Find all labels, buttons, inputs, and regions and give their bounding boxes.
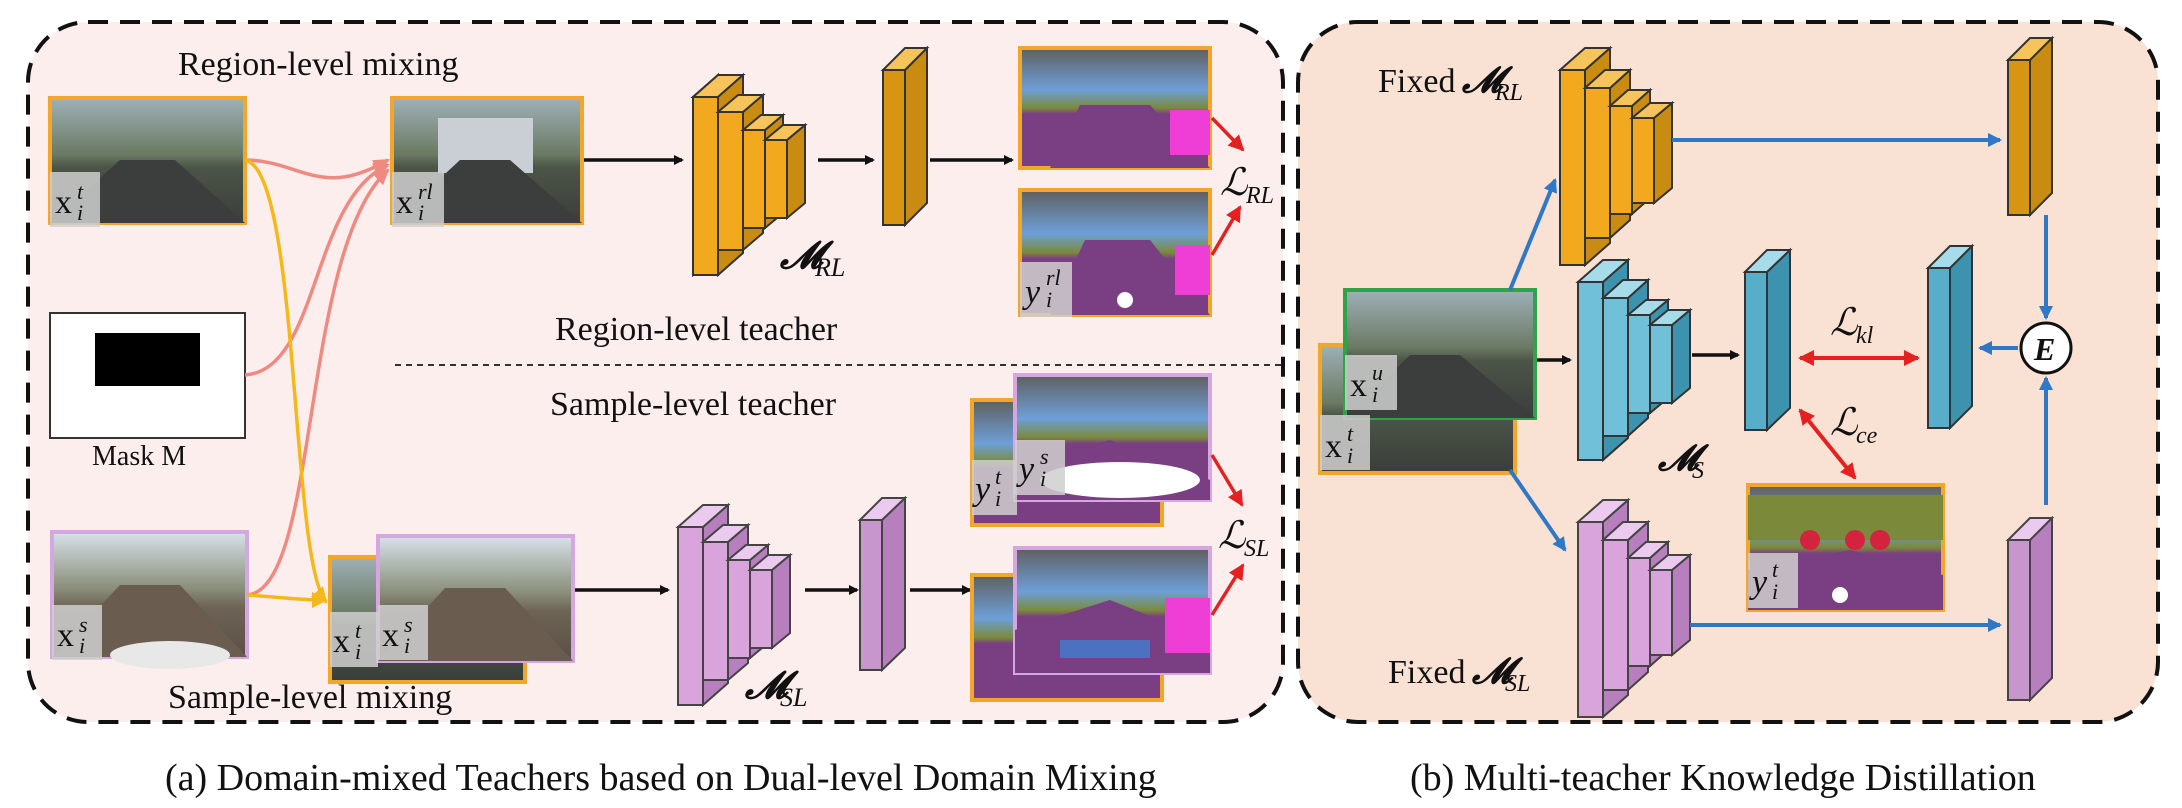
- region-mixing-label: Region-level mixing: [178, 46, 458, 83]
- ce-loss-arrow: [1798, 408, 1857, 480]
- arrow-sl-top-loss: [1210, 454, 1244, 507]
- caption-b: (b) Multi-teacher Knowledge Distillation: [1410, 757, 2036, 799]
- target-image: x t i: [48, 96, 247, 227]
- kl-loss-subscript: kl: [1856, 323, 1874, 349]
- distill-target-seg: y t i: [1746, 483, 1945, 612]
- svg-text:rl: rl: [418, 179, 433, 204]
- svg-text:x: x: [333, 623, 350, 660]
- svg-text:i: i: [1772, 579, 1778, 604]
- svg-text:s: s: [1040, 444, 1049, 469]
- svg-text:x: x: [57, 617, 74, 654]
- svg-text:s: s: [79, 612, 88, 637]
- svg-text:u: u: [1372, 360, 1383, 385]
- svg-text:i: i: [79, 633, 85, 658]
- svg-text:i: i: [1046, 287, 1052, 312]
- svg-text:y: y: [1016, 451, 1035, 488]
- fixed-sl-subscript: SL: [1505, 671, 1530, 697]
- svg-text:y: y: [1022, 274, 1041, 311]
- model-rl-head: [880, 45, 930, 228]
- sl-prediction-stack: [970, 546, 1212, 702]
- model-rl-encoder: [690, 72, 808, 278]
- sample-teacher-label: Sample-level teacher: [550, 386, 837, 423]
- ce-loss-label: ℒ: [1830, 402, 1859, 444]
- region-teacher-label: Region-level teacher: [555, 311, 838, 348]
- fixed-sl-head: [2005, 515, 2055, 703]
- distill-arrows: [1508, 133, 2053, 632]
- svg-text:x: x: [1325, 428, 1342, 465]
- sample-mixing-label: Sample-level mixing: [168, 679, 452, 716]
- model-sl-encoder: [675, 502, 793, 708]
- svg-text:i: i: [404, 633, 410, 658]
- ensemble-label: E: [2033, 331, 2055, 367]
- fixed-model-rl: [1557, 45, 1675, 268]
- sample-mixed-images: x t i x s i: [328, 534, 575, 684]
- svg-text:x: x: [382, 617, 399, 654]
- arrow-rl-bottom-loss: [1210, 205, 1242, 256]
- svg-text:t: t: [355, 618, 362, 643]
- svg-text:i: i: [418, 200, 424, 225]
- mask-image: [49, 312, 246, 439]
- svg-text:x: x: [55, 184, 72, 221]
- rl-prediction-top: [1018, 46, 1212, 170]
- ensemble-node: [2019, 321, 2073, 375]
- svg-text:i: i: [77, 200, 83, 225]
- fixed-model-sl: [1575, 497, 1693, 720]
- loss-rl-label: ℒ: [1220, 162, 1249, 204]
- svg-text:t: t: [1772, 557, 1779, 582]
- fixed-rl-prefix: Fixed: [1378, 63, 1455, 100]
- svg-text:i: i: [355, 639, 361, 664]
- svg-text:y: y: [972, 471, 991, 508]
- fixed-rl-head: [2005, 35, 2055, 218]
- rl-prediction-bottom: y rl i: [1018, 188, 1212, 317]
- svg-text:t: t: [995, 464, 1002, 489]
- model-sl-subscript: SL: [780, 683, 807, 712]
- student-subscript: S: [1692, 458, 1704, 484]
- svg-text:t: t: [77, 179, 84, 204]
- svg-text:x: x: [396, 184, 413, 221]
- fixed-rl-subscript: RL: [1494, 80, 1523, 106]
- svg-text:x: x: [1350, 367, 1367, 404]
- caption-a: (a) Domain-mixed Teachers based on Dual-…: [165, 757, 1157, 799]
- svg-text:i: i: [1347, 443, 1353, 468]
- loss-rl-subscript: RL: [1245, 183, 1274, 209]
- svg-text:s: s: [404, 612, 413, 637]
- model-sl-head: [857, 495, 908, 673]
- ce-loss-subscript: ce: [1856, 423, 1878, 449]
- arrow-rl-top-loss: [1210, 116, 1245, 152]
- svg-text:i: i: [995, 486, 1001, 511]
- kl-loss-label: ℒ: [1830, 302, 1859, 344]
- svg-text:i: i: [1040, 466, 1046, 491]
- student-model: [1575, 257, 1693, 463]
- fixed-sl-prefix: Fixed: [1388, 654, 1465, 691]
- source-image: x s i: [50, 530, 249, 669]
- svg-text:y: y: [1749, 564, 1768, 601]
- student-head: [1742, 247, 1793, 433]
- distill-input-images: x t i x u i: [1318, 288, 1537, 475]
- mixing-arrows: [244, 158, 390, 608]
- sl-label-stack: y t i y s i: [970, 373, 1212, 527]
- mask-label: Mask M: [92, 441, 186, 472]
- loss-sl-label: ℒ: [1218, 515, 1247, 557]
- svg-text:i: i: [1372, 382, 1378, 407]
- arrow-sl-bottom-loss: [1210, 563, 1245, 616]
- mixed-rl-image: x rl i: [390, 96, 584, 227]
- panel-a-frame: [26, 20, 1285, 724]
- svg-text:t: t: [1347, 421, 1354, 446]
- svg-text:rl: rl: [1046, 265, 1061, 290]
- model-rl-subscript: RL: [814, 253, 845, 282]
- ensemble-output: [1925, 243, 1975, 431]
- loss-sl-subscript: SL: [1244, 536, 1269, 562]
